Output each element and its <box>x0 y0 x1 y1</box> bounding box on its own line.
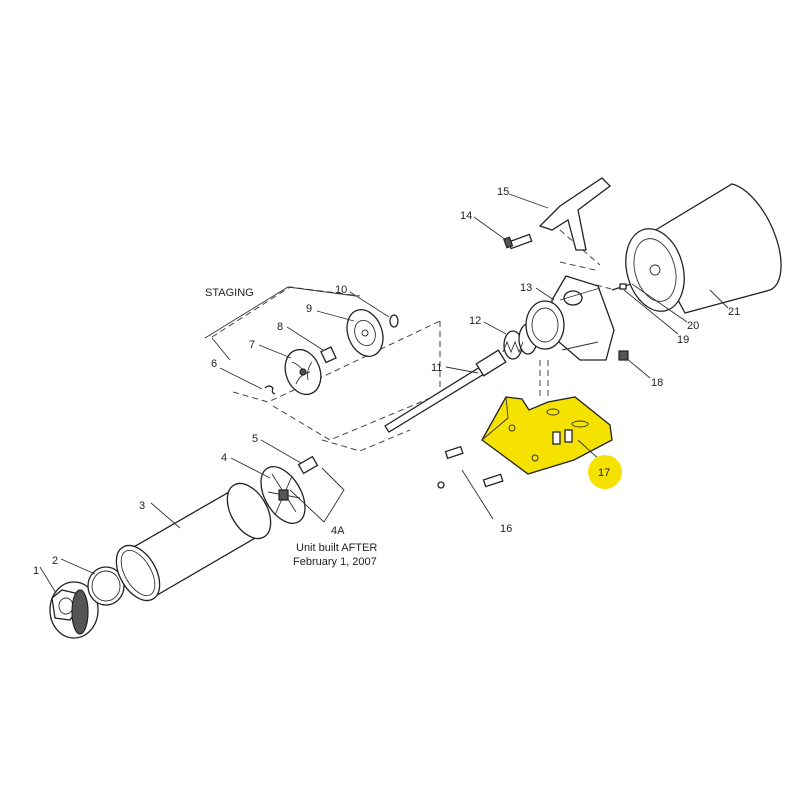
part-21-motor <box>625 183 782 314</box>
part-13-housing <box>525 275 615 361</box>
part-5-sleeve <box>297 455 319 475</box>
label-4a: 4A <box>331 525 345 537</box>
part-3-shell <box>115 482 272 602</box>
label-4: 4 <box>221 452 227 464</box>
label-5: 5 <box>252 433 258 445</box>
label-10: 10 <box>335 284 347 296</box>
part-17-base-plate <box>481 396 613 475</box>
label-9: 9 <box>306 303 312 315</box>
label-8: 8 <box>277 321 283 333</box>
label-12: 12 <box>469 315 481 327</box>
label-15: 15 <box>497 186 509 198</box>
part-6-screw <box>264 385 276 395</box>
part-1-plug <box>49 581 99 639</box>
part-10-nut <box>389 314 399 328</box>
label-14: 14 <box>460 210 472 222</box>
label-18: 18 <box>651 377 663 389</box>
label-21: 21 <box>728 306 740 318</box>
label-13: 13 <box>520 282 532 294</box>
label-20: 20 <box>687 320 699 332</box>
note-line-1: Unit built AFTER <box>296 542 377 554</box>
part-16-bolts <box>437 445 504 489</box>
label-6: 6 <box>211 358 217 370</box>
label-3: 3 <box>139 500 145 512</box>
part-14-bolt <box>503 233 533 250</box>
part-9-plate <box>346 309 384 357</box>
part-15-bracket <box>538 177 611 251</box>
part-11-shaft <box>384 349 507 433</box>
part-7-impeller <box>284 348 322 396</box>
part-2-o-ring <box>87 566 125 606</box>
highlight-badge <box>588 455 622 489</box>
part-8-spacer <box>320 346 337 364</box>
label-17: 17 <box>598 467 610 479</box>
part-4-diffuser <box>260 466 306 524</box>
leader-lines <box>39 193 729 594</box>
label-11: 11 <box>431 362 442 374</box>
part-labels: 1 2 3 4 4A 5 6 7 8 9 10 11 12 13 14 15 1… <box>33 186 740 577</box>
note-line-2: February 1, 2007 <box>293 556 377 568</box>
label-16: 16 <box>500 523 512 535</box>
label-19: 19 <box>677 334 689 346</box>
label-2: 2 <box>52 555 58 567</box>
label-1: 1 <box>33 565 39 577</box>
part-18-plug <box>618 350 629 361</box>
label-7: 7 <box>249 339 255 351</box>
staging-label: STAGING <box>205 287 254 299</box>
